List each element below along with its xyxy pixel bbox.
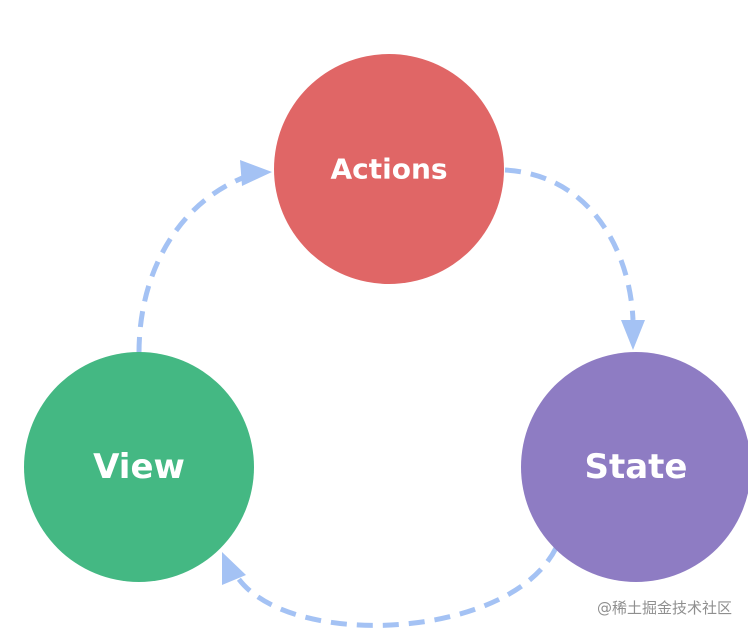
state-circle [521, 352, 748, 582]
actions-label: Actions [330, 153, 447, 186]
state-node: State [521, 352, 748, 582]
actions-circle [274, 54, 504, 284]
actions-node: Actions [274, 54, 504, 284]
arrow-actions-to-state-head [621, 320, 645, 350]
watermark-text: @稀土掘金技术社区 [596, 599, 732, 617]
view-circle [24, 352, 254, 582]
state-label: State [585, 447, 688, 487]
arrow-view-to-actions [136, 172, 251, 354]
view-label: View [93, 447, 185, 487]
arrow-view-to-actions-head [240, 160, 272, 186]
view-node: View [24, 352, 254, 582]
arrow-actions-to-state [504, 167, 636, 321]
arrow-state-to-view-head [222, 552, 246, 585]
arrow-state-to-view [235, 546, 559, 628]
